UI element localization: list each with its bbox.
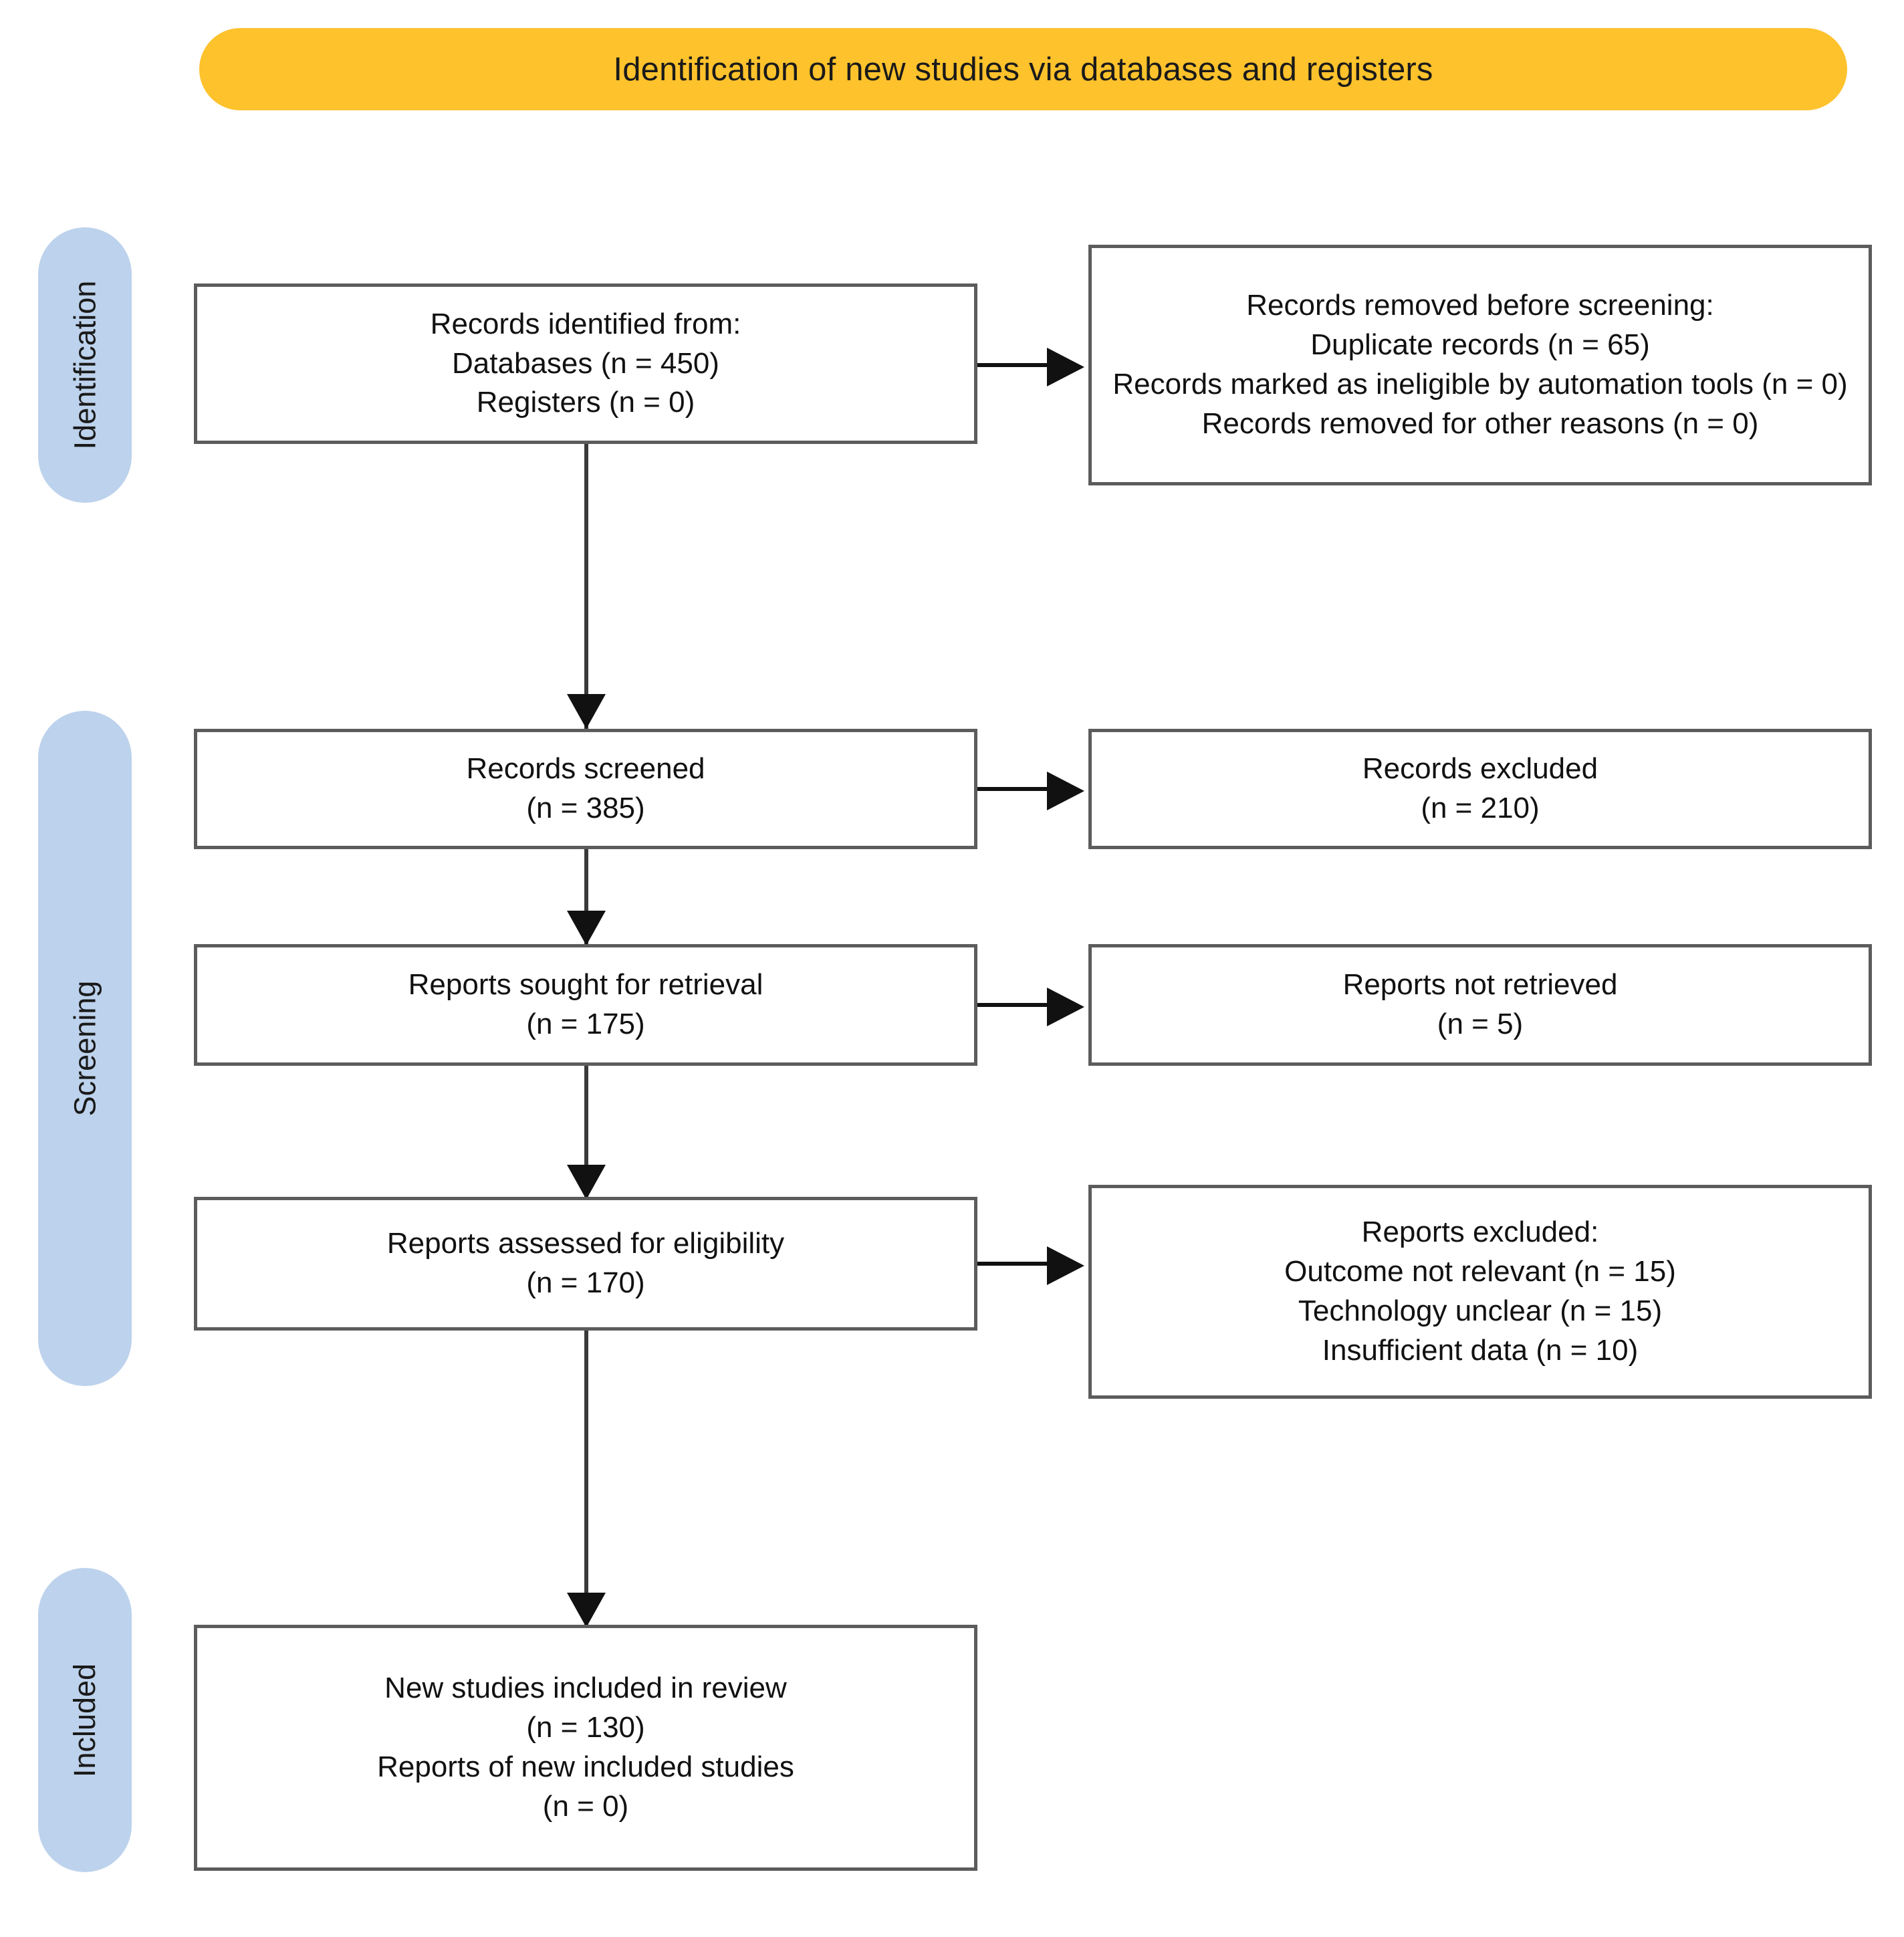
box-line: Reports not retrieved <box>1342 968 1618 1002</box>
box-records-screened: Records screened (n = 385) <box>194 729 977 849</box>
connector-assessed-to-reports-excluded <box>977 1262 1052 1266</box>
box-line: Records removed before screening: <box>1246 289 1714 322</box>
box-line: (n = 0) <box>542 1789 629 1823</box>
stage-pill-included: Included <box>38 1568 132 1872</box>
stage-label-included: Included <box>68 1663 102 1777</box>
box-line: Databases (n = 450) <box>452 346 719 380</box>
box-line: Reports excluded: <box>1361 1216 1599 1249</box>
stage-pill-identification: Identification <box>38 227 132 503</box>
arrowhead-down-icon <box>567 1165 606 1200</box>
box-reports-sought-for-retrieval: Reports sought for retrieval (n = 175) <box>194 944 977 1066</box>
box-line: Reports assessed for eligibility <box>386 1227 785 1260</box>
box-line: Reports of new included studies <box>377 1750 794 1783</box>
box-line: (n = 175) <box>526 1008 645 1040</box>
box-line: Duplicate records (n = 65) <box>1310 328 1650 362</box>
box-reports-excluded: Reports excluded: Outcome not relevant (… <box>1088 1185 1872 1399</box>
box-new-studies-included: New studies included in review (n = 130)… <box>194 1625 977 1871</box>
box-line: Records marked as ineligible by automati… <box>1112 368 1848 401</box>
stage-label-screening: Screening <box>68 980 102 1117</box>
arrowhead-down-icon <box>567 1593 606 1627</box>
box-line: (n = 210) <box>1421 792 1540 824</box>
box-line: (n = 5) <box>1437 1008 1524 1040</box>
arrowhead-down-icon <box>567 694 606 729</box>
box-records-excluded: Records excluded (n = 210) <box>1088 729 1872 849</box>
stage-label-identification: Identification <box>68 280 102 450</box>
stage-pill-screening: Screening <box>38 711 132 1386</box>
arrowhead-right-icon <box>1047 1246 1084 1285</box>
box-records-removed-before-screening: Records removed before screening: Duplic… <box>1088 245 1872 485</box>
box-line: Reports sought for retrieval <box>408 968 763 1002</box>
box-line: Technology unclear (n = 15) <box>1298 1294 1663 1327</box>
box-line: Outcome not relevant (n = 15) <box>1284 1255 1676 1288</box>
box-line: Registers (n = 0) <box>476 386 695 419</box>
box-line: Insufficient data (n = 10) <box>1322 1333 1639 1367</box>
connector-identified-to-screened <box>584 444 588 731</box>
connector-identified-to-removed <box>977 363 1052 367</box>
box-line: (n = 385) <box>526 792 645 824</box>
box-line: (n = 170) <box>526 1266 645 1299</box>
connector-screened-to-sought <box>584 849 588 948</box>
arrowhead-right-icon <box>1047 772 1084 810</box>
arrowhead-right-icon <box>1047 988 1084 1026</box>
arrowhead-right-icon <box>1047 348 1084 386</box>
connector-screened-to-excluded <box>977 787 1052 791</box>
box-line: New studies included in review <box>384 1672 787 1705</box>
box-line: Records excluded <box>1362 752 1598 786</box>
box-line: Records removed for other reasons (n = 0… <box>1201 407 1759 440</box>
box-line: Records identified from: <box>430 307 741 340</box>
banner-title: Identification of new studies via databa… <box>613 51 1433 88</box>
identification-banner: Identification of new studies via databa… <box>199 28 1847 110</box>
arrowhead-down-icon <box>567 911 606 945</box>
box-reports-not-retrieved: Reports not retrieved (n = 5) <box>1088 944 1872 1066</box>
connector-sought-to-not-retrieved <box>977 1003 1052 1007</box>
box-reports-assessed-for-eligibility: Reports assessed for eligibility (n = 17… <box>194 1197 977 1331</box>
box-line: Records screened <box>466 752 705 786</box>
connector-sought-to-assessed <box>584 1066 588 1202</box>
box-line: (n = 130) <box>526 1711 645 1744</box>
connector-assessed-to-included <box>584 1331 588 1630</box>
box-records-identified: Records identified from: Databases (n = … <box>194 283 977 444</box>
